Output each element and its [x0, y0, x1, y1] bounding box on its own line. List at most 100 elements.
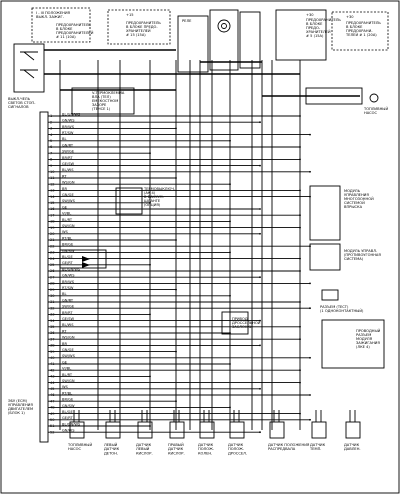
- wire-junction: [309, 282, 311, 285]
- mod1-line-1: МОДУЛЬ: [344, 189, 361, 193]
- mod2-line-1: МОДУЛЬ УПРАВЛ.: [344, 249, 377, 253]
- anti-theft-module: МОДУЛЬ УПРАВЛ. (ПРОТИВОУГОННАЯ СИСТЕМА): [309, 243, 381, 271]
- stop-light-switch: ВЫКЛ-ЧЕЛЬ СВЕТОВ СТОП- СИГНАЛОВ: [8, 43, 45, 109]
- fuse5-line-4: ПРЕДО-: [306, 26, 321, 30]
- wire-junction: [259, 232, 261, 235]
- sensor-label: ПОЛОЖ.: [198, 447, 214, 451]
- wire-junction: [259, 431, 261, 434]
- fuse5-line-2: ПРЕДОХРАНИТЕЛЬ: [306, 18, 341, 22]
- sensor-body: [345, 421, 361, 439]
- ign-line-6: ПРЕДОХРАНИТЕЛЕЙ: [56, 30, 94, 35]
- thermo-line-1: ТЕРМОВЫКЛЮЧ.: [143, 187, 175, 191]
- wire-color-label: GE/RT: [62, 416, 74, 420]
- sensor-label: ЛЕВЫЙ: [136, 446, 150, 451]
- sensor-label: КИСЛОР.: [136, 451, 153, 455]
- wire-junction: [309, 133, 311, 136]
- reg-line-4: ЗАЗОРЕ: [92, 103, 107, 107]
- wire-color-label: BR/RT: [62, 311, 73, 315]
- wire-junction: [309, 356, 311, 359]
- wire-color-label: RT/SW: [62, 131, 74, 135]
- sensor-label: ДАТЧИК: [228, 443, 244, 447]
- relay-label: РЕЛЕ: [182, 19, 192, 23]
- sensor-body: [105, 421, 121, 439]
- reg-line-1: V-ТЕРМОКЛЕММА: [92, 91, 125, 95]
- thermo-line-3: В ВАКУУМ.: [144, 195, 164, 199]
- wire-color-label: RT: [62, 329, 67, 333]
- wire-junction: [309, 307, 311, 310]
- sensor-label: ДАТЧИК: [136, 443, 152, 447]
- sensor-label: ДАТЧИК: [168, 447, 184, 451]
- stopsw-line-1: ВЫКЛ-ЧЕЛЬ: [8, 97, 31, 101]
- ign-line-4: ПРЕДОХРАНИТЕЛЬ: [56, 23, 91, 27]
- vertical-trunk-wires: [44, 49, 360, 430]
- wire-color-label: WS/GN: [62, 181, 75, 185]
- mod1-line-4: СИСТЕМОЙ: [344, 200, 365, 205]
- fuse15-line-1: +15: [126, 13, 134, 17]
- sensor-body: [69, 421, 85, 439]
- sensor-label: ДАТЧИК: [310, 443, 326, 447]
- fuse-block-5: +30 ПРЕДОХРАНИТЕЛЬ В БЛОКЕ ПРЕДО- ХРАНИТ…: [275, 9, 341, 61]
- wire-color-label: GN/WS: [62, 119, 75, 123]
- throttle-line-2: ДРОССЕЛЬНОЙ: [232, 320, 261, 325]
- sensor-body: [311, 421, 327, 439]
- wire-color-label: WS: [62, 230, 69, 234]
- stopsw-line-2: СВЕТОВ СТОП-: [8, 101, 36, 105]
- wire-color-label: SW/GN: [62, 224, 75, 228]
- sensor-label: КОЛЕН.: [198, 451, 212, 455]
- sensor-label: ЛЕВЫЙ: [104, 442, 118, 447]
- sensor-label: ПОЛОЖ.: [228, 447, 244, 451]
- fuse15-line-2: ПРЕДОХРАНИТЕЛЬ: [126, 21, 161, 25]
- ecu-line-2: УПРАВЛЕНИЯ: [8, 403, 33, 407]
- wire-color-label: BL/RT: [62, 218, 73, 222]
- wire-color-label: GN/RT: [62, 143, 74, 147]
- stopsw-line-3: СИГНАЛОВ: [8, 105, 29, 109]
- ignition-switch-block: I - III ПОЛОЖЕНИЯ ВЫКЛ. ЗАЖИГ. ПРЕДОХРАН…: [31, 7, 94, 43]
- fuse1-line-3: В БЛОКЕ: [346, 25, 363, 29]
- fuse1-line-5: ТЕЛЕЙ # 1 (20А): [345, 32, 377, 37]
- wire-color-label: GN/GE: [62, 348, 74, 352]
- conn-line-1: РАЗЪЕМ (ТЕСТ): [320, 305, 349, 309]
- wire-color-label: BR: [62, 187, 67, 191]
- wire-color-label: WS: [62, 385, 69, 389]
- wire-junction: [259, 208, 261, 210]
- thermo-switch-center: ТЕРМОВЫКЛЮЧ. (АК 4) В ВАКУУМ. ШЛАНГЕ (ОП…: [115, 187, 175, 215]
- injection-module: МОДУЛЬ УПРАВЛЕНИЯ МНОГОЗОННОЙ СИСТЕМОЙ В…: [309, 185, 374, 241]
- wire-junction: [309, 418, 311, 421]
- wire-color-label: RT/SW: [62, 286, 74, 290]
- wire-color-label: BL/WS: [62, 323, 74, 327]
- fuse5-line-5: ХРАНИТЕЛЕЙ: [306, 29, 331, 34]
- pump-line-1: ТОПЛИВНЫЙ: [363, 106, 388, 111]
- mod2-line-3: СИСТЕМА): [344, 257, 364, 261]
- wire-color-label: BR: [62, 342, 67, 346]
- wire-color-label: GE/SW: [62, 162, 75, 166]
- mod1-line-3: МНОГОЗОННОЙ: [344, 196, 374, 201]
- wire-color-label: RT: [62, 174, 67, 178]
- sensor-body: [137, 421, 153, 439]
- fuse15-line-4: ХРАНИТЕЛЕЙ: [126, 28, 151, 33]
- sensor-label: ДАТЧИК ПОЛОЖЕНИЯ: [268, 443, 310, 447]
- wire-color-label: GN/RT: [62, 298, 74, 302]
- sensor-label: ТОПЛИВНЫЙ: [67, 442, 92, 447]
- wire-color-label: VI/BL: [62, 367, 71, 371]
- ign-mod-line-3: МОДУЛЯ: [356, 337, 373, 341]
- wire-junction: [259, 276, 261, 279]
- wire-color-label: WS/GN: [62, 336, 75, 340]
- sensor-body: [269, 421, 285, 439]
- wire-color-label: BR/RT: [62, 156, 73, 160]
- ecu-line-4: (БЛОК 1): [8, 411, 25, 415]
- mod1-line-5: ВПРЫСКА: [344, 205, 363, 209]
- sensor-body: [169, 421, 185, 439]
- wire-color-label: SW/GE: [62, 305, 75, 309]
- bottom-sensor-row: ТОПЛИВНЫЙНАСОСЛЕВЫЙДАТЧИКДЕТОН.ДАТЧИКЛЕВ…: [67, 410, 361, 455]
- wire-color-label: BR/GE: [62, 243, 74, 247]
- reg-line-2: ВЛА (ТЕЛ): [92, 95, 111, 99]
- wire-color-label: SW/WS: [62, 354, 76, 358]
- wire-color-label: BL/GN/WS: [62, 112, 81, 116]
- wire-color-label: GE: [62, 205, 68, 209]
- ign-mod-line-5: (ЛКЕ 4): [356, 345, 370, 349]
- wire-junction: [259, 164, 261, 167]
- fuel-pump-right: ТОПЛИВНЫЙ НАСОС: [305, 87, 388, 115]
- throttle-actuator: ПРИВОД ДРОССЕЛЬНОЙ ЗАСЛОНКИ: [221, 311, 261, 335]
